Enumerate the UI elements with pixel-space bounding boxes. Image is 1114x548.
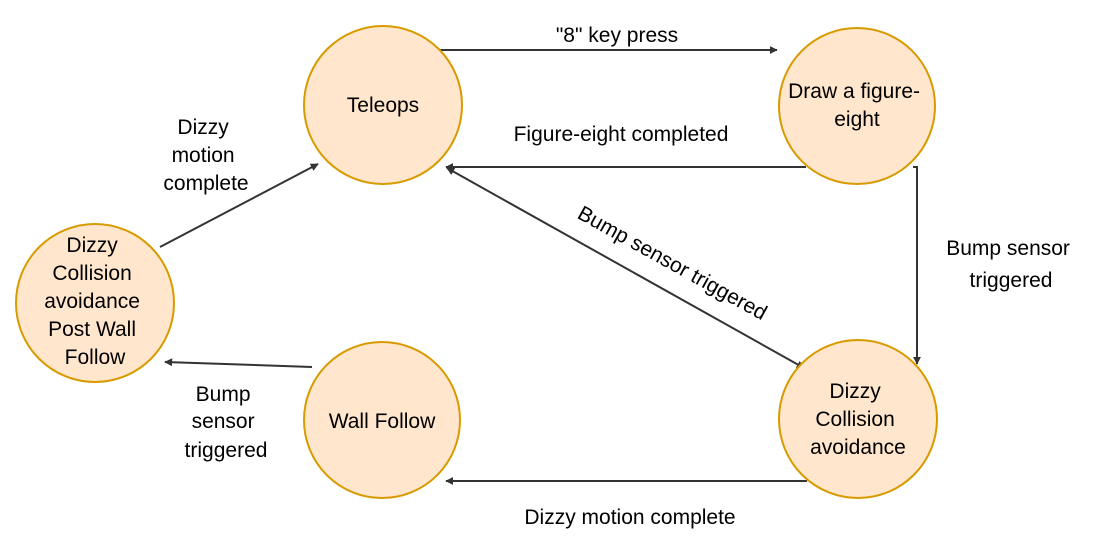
node-teleops[interactable]: Teleops <box>303 25 463 185</box>
node-figure-eight-circle <box>778 27 936 185</box>
edge-label-bump-sensor-right-line-1: Bump sensor <box>946 237 1070 260</box>
edge-label-bump-sensor-diagonal: Bump sensor triggered <box>574 202 771 325</box>
svg-text:Bump sensor triggered: Bump sensor triggered <box>946 237 1076 292</box>
svg-text:Teleops: Teleops <box>347 94 419 117</box>
node-dizzy-post-wall-circle <box>15 223 175 383</box>
node-wall-follow[interactable]: Wall Follow <box>303 341 461 499</box>
edge-label-bump-sensor-left-line-2: sensor <box>192 410 255 433</box>
node-dizzy-collision[interactable]: Dizzy Collision avoidance <box>778 339 938 499</box>
svg-text:Dizzy Collision: Dizzy Collision avoidance Post Wall Foll… <box>44 234 146 369</box>
edge-label-figure-eight-completed: Figure-eight completed <box>514 123 729 146</box>
edge-label-dizzy-motion-left-line-2: motion <box>172 144 235 167</box>
edge-figure-eight-to-dizzy-collision <box>913 166 921 365</box>
node-dizzy-post-wall[interactable]: Dizzy Collision avoidance Post Wall Foll… <box>15 223 175 383</box>
node-dizzy-collision-label-line-2: Collision <box>815 408 894 431</box>
node-dizzy-post-wall-label-line-3: avoidance <box>44 290 140 313</box>
svg-text:Draw a figure- eight: Draw a figure- eight <box>788 80 926 131</box>
node-teleops-label: Teleops <box>347 94 419 117</box>
node-wall-follow-circle <box>303 341 461 499</box>
svg-text:"8" key press: "8" key press <box>556 24 678 47</box>
node-teleops-circle <box>303 25 463 185</box>
edge-label-bump-sensor-left-line-1: Bump <box>196 383 251 406</box>
svg-text:Dizzy motion compl: Dizzy motion complete <box>163 116 248 195</box>
node-dizzy-post-wall-label-line-1: Dizzy <box>66 234 118 257</box>
node-dizzy-post-wall-label-line-2: Collision <box>52 262 131 285</box>
node-wall-follow-label: Wall Follow <box>329 410 436 433</box>
edge-label-dizzy-motion-left-line-3: complete <box>163 172 248 195</box>
nodes: Teleops Draw a figure- eight Dizzy Colli… <box>15 25 938 499</box>
node-dizzy-collision-label-line-1: Dizzy <box>829 380 881 403</box>
svg-text:Figure-eight completed: Figure-eight completed <box>514 123 729 146</box>
edge-labels: "8" key press Figure-eight completed Bum… <box>163 24 1076 529</box>
svg-text:Wall Follow: Wall Follow <box>329 410 436 433</box>
node-figure-eight[interactable]: Draw a figure- eight <box>778 27 936 185</box>
node-figure-eight-label-line-1: Draw a figure- <box>788 80 920 103</box>
svg-text:Bump sensor trigge: Bump sensor triggered <box>185 383 268 462</box>
svg-text:Dizzy motion complete: Dizzy motion complete <box>524 506 735 529</box>
edge-label-bump-sensor-right-line-2: triggered <box>970 269 1053 292</box>
edge-label-dizzy-motion-complete-bottom: Dizzy motion complete <box>524 506 735 529</box>
node-dizzy-collision-label-line-3: avoidance <box>810 436 906 459</box>
edge-wall-follow-to-dizzy-post-wall <box>164 358 313 368</box>
node-dizzy-collision-circle <box>778 339 938 499</box>
svg-text:Dizzy Collision: Dizzy Collision avoidance <box>810 380 906 459</box>
svg-text:Bump sensor triggered: Bump sensor triggered <box>574 202 771 325</box>
edge-teleops-dizzy-collision <box>446 167 805 369</box>
edge-dizzy-post-wall-to-teleops <box>159 163 319 248</box>
edges <box>159 46 921 485</box>
node-dizzy-post-wall-label-line-5: Follow <box>65 346 127 369</box>
edge-label-dizzy-motion-left-line-1: Dizzy <box>177 116 229 139</box>
edge-label-bump-sensor-left-line-3: triggered <box>185 439 268 462</box>
node-dizzy-post-wall-label-line-4: Post Wall <box>48 318 136 341</box>
edge-label-key-press: "8" key press <box>556 24 678 47</box>
node-figure-eight-label-line-2: eight <box>834 108 880 131</box>
